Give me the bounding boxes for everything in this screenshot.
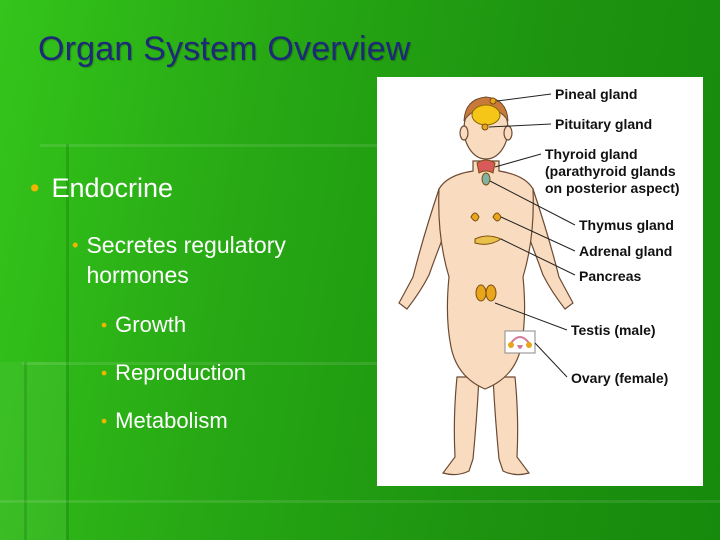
bullet-line: Secretes regulatory (86, 232, 286, 258)
pineal-gland-icon (489, 97, 497, 105)
bullet-level3: • Growth (101, 312, 370, 338)
label-adrenal-gland: Adrenal gland (579, 243, 672, 259)
label-posterior-aspect: on posterior aspect) (545, 180, 680, 196)
thymus-gland-icon (481, 172, 491, 186)
leader-lines (488, 93, 576, 378)
label-testis: Testis (male) (571, 322, 656, 338)
label-thymus-gland: Thymus gland (579, 217, 674, 233)
label-parathyroid-glands: (parathyroid glands (545, 163, 676, 179)
label-thyroid-gland: Thyroid gland (545, 146, 638, 162)
bullet-level3: • Metabolism (101, 408, 370, 434)
thyroid-gland-icon (476, 159, 496, 174)
bullet-text: Reproduction (115, 360, 247, 385)
bullet-dot-icon: • (101, 411, 108, 431)
brain-icon (471, 104, 501, 126)
endocrine-figure: Pineal gland Pituitary gland Thyroid gla… (377, 77, 703, 486)
bullet-text: Endocrine (51, 173, 174, 203)
bullet-text: Growth (115, 312, 187, 337)
bullet-dot-icon: • (101, 363, 108, 383)
testis-icon (485, 284, 497, 302)
decor-line (40, 144, 380, 147)
bullet-text: Secretes regulatory hormones (86, 230, 285, 290)
body-diagram: Pineal gland Pituitary gland Thyroid gla… (398, 86, 680, 476)
adrenal-gland-icon (470, 212, 480, 222)
bullet-list: • Endocrine • Secretes regulatory hormon… (30, 172, 370, 434)
gland-shapes (470, 97, 503, 302)
bullet-level1: • Endocrine (30, 172, 370, 204)
figure-labels: Pineal gland Pituitary gland Thyroid gla… (545, 86, 680, 386)
bullet-text: Metabolism (115, 408, 228, 433)
bullet-dot-icon: • (30, 173, 40, 203)
bullet-line: hormones (86, 262, 189, 288)
bullet-level2: • Secretes regulatory hormones (72, 230, 370, 290)
slide-title: Organ System Overview (38, 30, 411, 68)
label-ovary: Ovary (female) (571, 370, 668, 386)
testis-icon (475, 284, 487, 302)
pancreas-icon (474, 235, 503, 245)
label-pituitary-gland: Pituitary gland (555, 116, 652, 132)
decor-line (0, 500, 720, 503)
ovary-icon (504, 330, 536, 354)
pituitary-gland-icon (481, 123, 489, 131)
bullet-level3: • Reproduction (101, 360, 370, 386)
label-pineal-gland: Pineal gland (555, 86, 637, 102)
bullet-dot-icon: • (101, 315, 108, 335)
label-pancreas: Pancreas (579, 268, 641, 284)
decor-line (24, 362, 27, 540)
bullet-dot-icon: • (72, 234, 79, 255)
